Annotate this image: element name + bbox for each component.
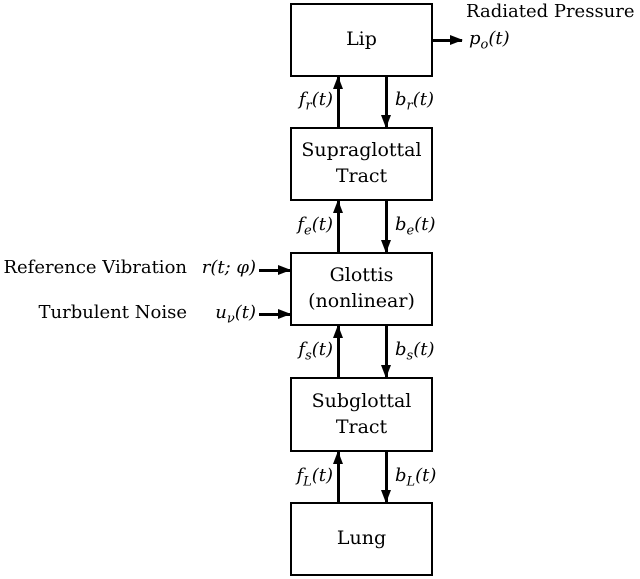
signal-args: (t) [415, 465, 437, 486]
signal-label-br: br(t) [395, 89, 434, 118]
signal-args: (t) [311, 465, 333, 486]
subglottal-tract-block: Subglottal Tract [290, 377, 433, 452]
subglottal-label-line1: Subglottal [311, 389, 412, 412]
arrowhead-down-icon [381, 490, 392, 503]
signal-subscript: s [305, 348, 312, 364]
lip-block: Lip [290, 3, 433, 77]
signal-label-be: be(t) [395, 214, 435, 243]
signal-base: f [296, 465, 304, 486]
backward-wave-arrow-be [381, 201, 392, 253]
signal-label-u: uν(t) [193, 302, 256, 331]
forward-wave-arrow-fL [333, 451, 344, 502]
supraglottal-label-line1: Supraglottal [301, 139, 422, 162]
signal-label-po: po(t) [469, 28, 510, 57]
arrowhead-down-icon [381, 115, 392, 128]
signal-subscript: e [406, 223, 415, 239]
arrowhead-right-icon [450, 35, 463, 46]
backward-wave-arrow-bs [381, 326, 392, 378]
signal-subscript: e [304, 223, 312, 239]
signal-args: (t) [414, 214, 436, 235]
signal-args: (t; φ) [210, 257, 256, 278]
signal-label-bL: bL(t) [395, 465, 436, 494]
signal-label-fe: fe(t) [250, 214, 333, 243]
signal-base: b [395, 465, 407, 486]
signal-base: b [395, 89, 407, 110]
lung-block: Lung [290, 502, 433, 576]
signal-args: (t) [234, 302, 256, 323]
signal-args: (t) [311, 214, 333, 235]
glottis-label-line1: Glottis [329, 264, 394, 287]
supraglottal-label-line2: Tract [335, 165, 388, 187]
radiated-pressure-arrow [433, 35, 463, 46]
signal-base: r [201, 257, 211, 278]
subglottal-label-line2: Tract [335, 415, 388, 438]
signal-base: f [297, 214, 305, 235]
forward-wave-arrow-fe [333, 200, 344, 252]
signal-args: (t) [413, 339, 435, 360]
lung-label: Lung [336, 527, 387, 550]
turbulent-noise-caption: Turbulent Noise [38, 302, 187, 323]
signal-base: b [395, 339, 407, 360]
signal-base: p [469, 28, 481, 49]
signal-subscript: L [406, 474, 416, 490]
arrowhead-up-icon [333, 200, 344, 213]
signal-subscript: r [406, 98, 413, 114]
backward-wave-arrow-bL [381, 452, 392, 503]
signal-label-bs: bs(t) [395, 339, 434, 368]
signal-label-fL: fL(t) [250, 465, 333, 494]
signal-subscript: L [303, 474, 312, 490]
arrowhead-up-icon [333, 76, 344, 89]
backward-wave-arrow-br [381, 77, 392, 128]
signal-args: (t) [412, 89, 435, 110]
arrowhead-right-icon [278, 265, 291, 276]
radiated-pressure-caption: Radiated Pressure [466, 1, 635, 22]
signal-label-fr: fr(t) [250, 89, 333, 118]
signal-args: (t) [311, 89, 333, 110]
arrowhead-down-icon [381, 240, 392, 253]
signal-subscript: o [480, 37, 489, 53]
signal-base: b [395, 214, 407, 235]
arrowhead-up-icon [333, 325, 344, 338]
supraglottal-tract-block: Supraglottal Tract [290, 127, 433, 201]
signal-base: f [298, 89, 306, 110]
turbulent-noise-arrow [259, 309, 291, 320]
signal-args: (t) [311, 339, 333, 360]
arrowhead-right-icon [278, 309, 291, 320]
glottis-block: Glottis (nonlinear) [290, 252, 433, 326]
forward-wave-arrow-fr [333, 76, 344, 127]
glottis-label-line2: (nonlinear) [308, 290, 415, 312]
signal-subscript: ν [226, 311, 235, 327]
signal-subscript: s [406, 348, 414, 364]
arrowhead-down-icon [381, 365, 392, 378]
signal-base: f [298, 339, 306, 360]
lip-label: Lip [346, 28, 377, 51]
signal-subscript: r [305, 98, 312, 114]
reference-vibration-arrow [259, 265, 291, 276]
signal-label-fs: fs(t) [250, 339, 333, 368]
arrowhead-up-icon [333, 451, 344, 464]
reference-vibration-caption: Reference Vibration [3, 257, 187, 278]
signal-args: (t) [488, 28, 510, 49]
forward-wave-arrow-fs [333, 325, 344, 377]
signal-label-r: r(t; φ) [193, 257, 256, 286]
signal-base: u [215, 302, 227, 323]
